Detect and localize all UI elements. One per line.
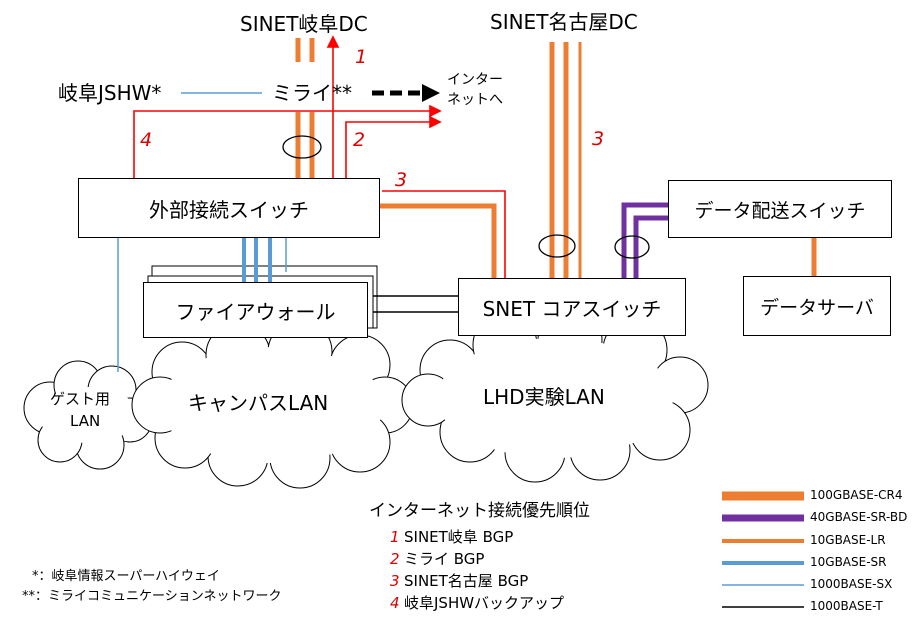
path-marker-2: 2 (353, 129, 366, 151)
priority-num-2: 2 (390, 550, 400, 568)
red-routes (133, 35, 609, 284)
external-switch-box: 外部接続スイッチ (78, 178, 380, 238)
mirai-label: ミライ** (272, 81, 352, 105)
firewall-label: ファイアウォール (175, 299, 336, 324)
path-marker-1: 1 (355, 46, 368, 68)
internet-arrow (372, 84, 440, 102)
campus-lan-label: キャンパスLAN (188, 391, 329, 415)
link-1000t (373, 295, 460, 313)
snet-core-switch-box: SNET コアスイッチ (458, 278, 686, 336)
data-delivery-switch-box: データ配送スイッチ (668, 180, 892, 238)
footnote-1: *：岐阜情報スーパーハイウェイ (32, 569, 220, 584)
legend-label-1000base-sx: 1000BASE-SX (810, 577, 893, 591)
priority-num-3: 3 (390, 572, 400, 590)
guest-lan-label-line1: ゲスト用 (50, 390, 111, 408)
guest-lan-cloud (23, 360, 153, 470)
sinet-nagoya-dc-label: SINET名古屋DC (490, 10, 638, 34)
priority-item-2: ミライ BGP (404, 550, 485, 568)
legend-label-100gbase-cr4: 100GBASE-CR4 (810, 488, 903, 502)
priority-num-4: 4 (390, 594, 400, 612)
external-switch-label: 外部接続スイッチ (149, 197, 309, 222)
data-server-box: データサーバ (743, 276, 891, 336)
link-1000sx (117, 92, 287, 372)
link-fw-10gsr (242, 238, 272, 282)
priority-item-1: SINET岐阜 BGP (404, 528, 514, 546)
lhd-lan-label: LHD実験LAN (483, 385, 605, 409)
path-marker-3a: 3 (395, 169, 408, 191)
gifu-jshw-label: 岐阜JSHW* (58, 81, 162, 105)
snet-core-switch-label: SNET コアスイッチ (482, 296, 662, 321)
link-sinet-nagoya-100g (549, 42, 569, 278)
priority-title: インターネット接続優先順位 (369, 501, 590, 521)
legend-swatches (722, 491, 804, 608)
legend-label-40gbase-sr-bd: 40GBASE-SR-BD (810, 510, 908, 524)
path-marker-3b: 3 (592, 128, 605, 150)
link-sinet-gifu-100g (295, 38, 315, 178)
internet-label-line2: ネットへ (447, 92, 503, 108)
link-ext-core-10g (380, 203, 497, 278)
internet-label-line1: インター (447, 72, 503, 88)
sinet-gifu-dc-label: SINET岐阜DC (240, 12, 368, 36)
legend-label-10gbase-sr: 10GBASE-SR (810, 555, 887, 569)
guest-lan-label-line2: LAN (70, 412, 101, 430)
footnote-2: **：ミライコミュニケーションネットワーク (22, 589, 282, 604)
legend-label-1000base-t: 1000BASE-T (810, 599, 883, 613)
data-server-label: データサーバ (760, 296, 874, 319)
priority-item-3: SINET名古屋 BGP (404, 572, 529, 590)
data-delivery-switch-label: データ配送スイッチ (694, 199, 866, 222)
firewall-box: ファイアウォール (143, 282, 368, 338)
priority-item-4: 岐阜JSHWバックアップ (404, 594, 565, 612)
bundle-ellipses (282, 135, 650, 259)
priority-num-1: 1 (390, 528, 400, 546)
path-marker-4: 4 (140, 129, 153, 151)
legend-label-10gbase-lr: 10GBASE-LR (810, 533, 886, 547)
